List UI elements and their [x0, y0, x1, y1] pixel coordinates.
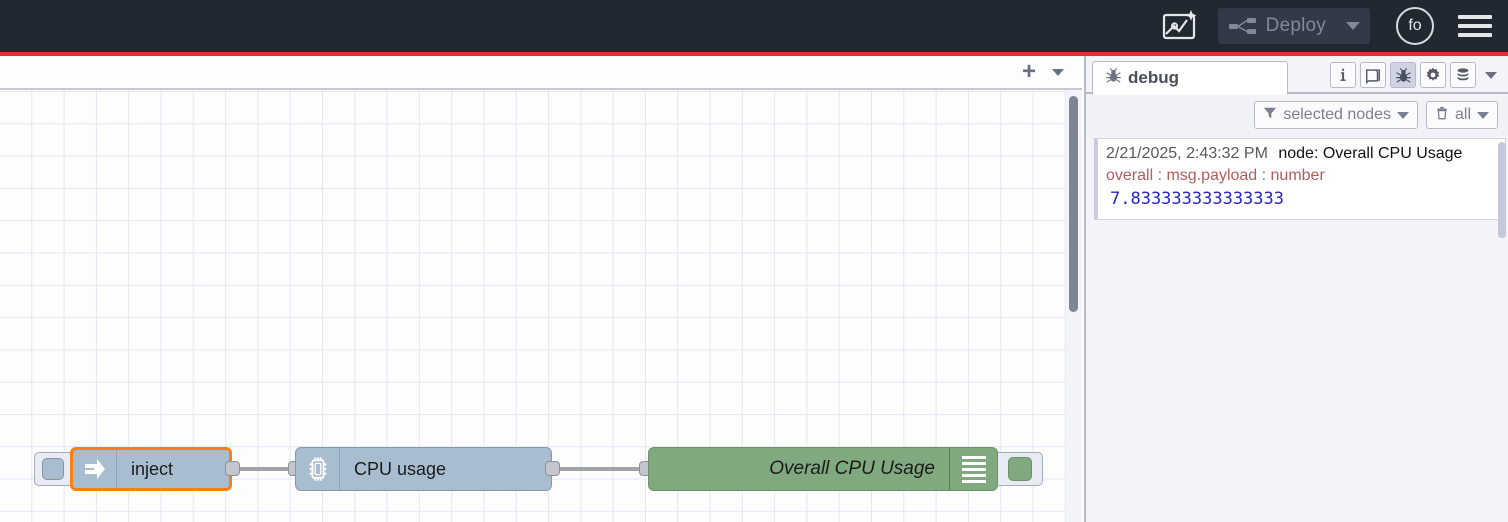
deploy-chevron-down-icon[interactable] — [1340, 9, 1366, 43]
avatar[interactable]: fo — [1396, 7, 1434, 45]
workspace: + inject — [0, 56, 1082, 522]
node-cpu-usage[interactable]: CPU usage — [295, 447, 552, 491]
header-accent-line — [0, 52, 1508, 56]
canvas-scrollbar[interactable] — [1066, 90, 1082, 522]
tab-debug-label: debug — [1128, 68, 1179, 87]
chevron-down-icon — [1396, 111, 1409, 119]
debug-message-value: 7.833333333333333 — [1110, 189, 1284, 209]
debug-node-filter-label: selected nodes — [1283, 106, 1391, 123]
flow-tabbar: + — [0, 56, 1082, 90]
info-icon[interactable] — [1330, 62, 1356, 88]
flow-list-menu-button[interactable] — [1044, 57, 1072, 87]
debug-filter-row: selected nodes all — [1086, 94, 1508, 136]
deploy-label: Deploy — [1265, 15, 1326, 36]
canvas-scrollbar-thumb[interactable] — [1069, 96, 1078, 312]
arrow-right-icon — [73, 450, 117, 488]
debug-message-property: overall : msg.payload : number — [1106, 167, 1325, 184]
avatar-initials: fo — [1408, 17, 1422, 34]
node-inject-label: inject — [131, 458, 174, 479]
filter-funnel-icon — [1263, 106, 1277, 125]
node-debug-toggle-button[interactable] — [998, 452, 1043, 486]
sidebar: debug — [1084, 56, 1508, 522]
node-debug-label: Overall CPU Usage — [769, 458, 935, 479]
add-flow-button[interactable]: + — [1014, 57, 1044, 87]
plus-icon: + — [1021, 58, 1036, 85]
deploy-nodes-icon — [1228, 16, 1258, 36]
sidebar-tool-buttons — [1330, 62, 1502, 88]
app-header: Deploy fo — [0, 0, 1508, 52]
sidebar-tools-chevron-down-icon[interactable] — [1480, 62, 1502, 88]
wire-cpu-to-debug — [558, 467, 642, 471]
deploy-button[interactable]: Deploy — [1217, 8, 1370, 44]
inject-trigger-icon — [41, 458, 64, 480]
trash-icon — [1435, 106, 1449, 125]
debug-message-timestamp: 2/21/2025, 2:43:32 PM — [1106, 145, 1268, 162]
node-debug-toggle-icon — [1008, 457, 1032, 481]
bug-icon — [1105, 67, 1122, 89]
chevron-down-icon — [1477, 111, 1489, 119]
inject-trigger-button[interactable] — [34, 452, 70, 486]
debug-message[interactable]: 2/21/2025, 2:43:32 PM node: Overall CPU … — [1094, 138, 1506, 220]
tab-debug[interactable]: debug — [1092, 61, 1288, 95]
debug-clear-button[interactable]: all — [1425, 101, 1498, 129]
node-debug-overall-cpu-usage[interactable]: Overall CPU Usage — [648, 447, 998, 491]
help-book-icon[interactable] — [1360, 62, 1386, 88]
node-inject[interactable]: inject — [70, 447, 232, 491]
debug-message-list[interactable]: 2/21/2025, 2:43:32 PM node: Overall CPU … — [1094, 138, 1506, 512]
sidebar-tabrow: debug — [1086, 56, 1508, 95]
debug-message-source-node[interactable]: node: Overall CPU Usage — [1278, 145, 1463, 162]
sidebar-scrollbar-thumb[interactable] — [1498, 142, 1506, 238]
flow-canvas[interactable]: inject — [0, 90, 1082, 522]
config-gear-icon[interactable] — [1420, 62, 1446, 88]
microchip-icon — [296, 448, 340, 490]
node-cpu-output-port[interactable] — [545, 461, 560, 476]
debug-bug-icon[interactable] — [1390, 62, 1416, 88]
debug-lines-icon — [949, 448, 997, 490]
wire-inject-to-cpu — [238, 467, 290, 471]
chevron-down-icon — [1052, 68, 1064, 76]
debug-message-header: 2/21/2025, 2:43:32 PM node: Overall CPU … — [1106, 143, 1499, 165]
node-inject-output-port[interactable] — [225, 461, 240, 476]
debug-clear-label: all — [1454, 106, 1471, 123]
hamburger-menu-icon[interactable] — [1458, 11, 1492, 41]
node-cpu-label: CPU usage — [354, 458, 447, 479]
flow-sparkle-icon[interactable] — [1156, 6, 1202, 46]
context-stack-icon[interactable] — [1450, 62, 1476, 88]
debug-node-filter-button[interactable]: selected nodes — [1254, 101, 1418, 129]
